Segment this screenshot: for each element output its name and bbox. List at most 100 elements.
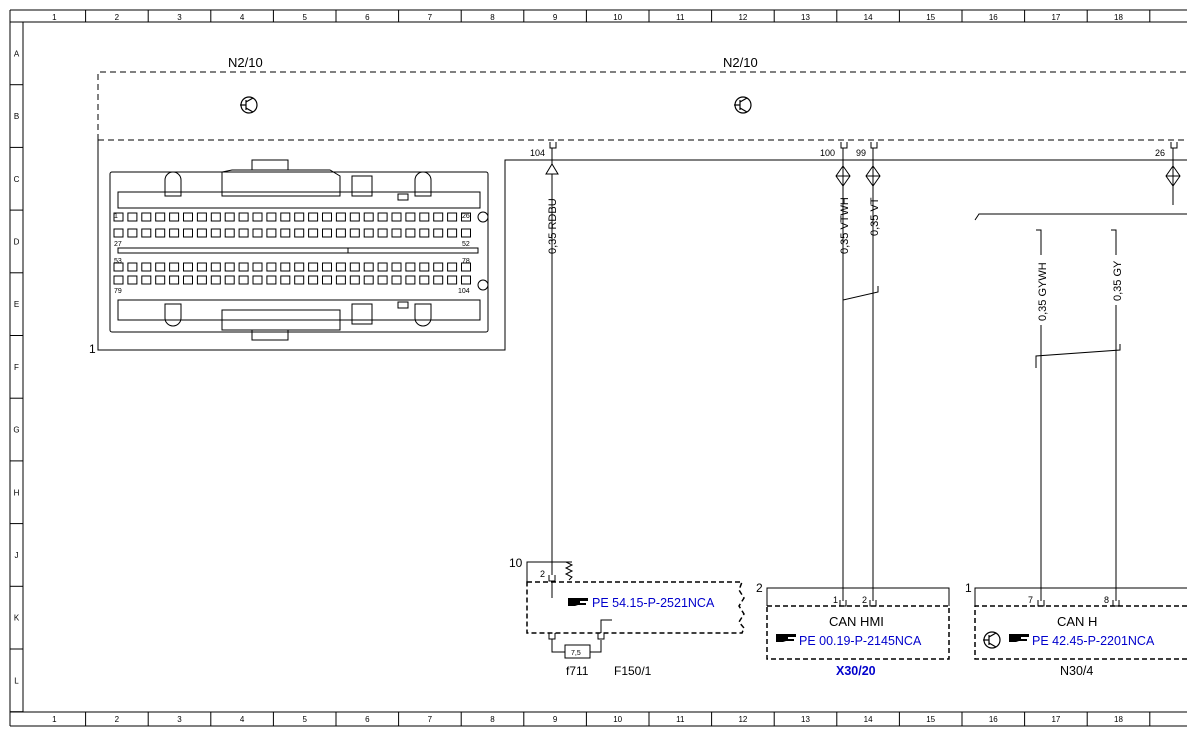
connector-pin [335,212,346,222]
connector-ref-label: 1 [89,342,96,356]
can-hmi-name[interactable]: X30/20 [836,664,876,678]
column-label-top: 8 [490,13,495,22]
connector-pin [294,275,305,285]
connector-pin-number: 52 [462,241,470,248]
connector-pin [238,228,249,238]
connector-pin [127,275,138,285]
connector-pin [266,275,277,285]
connector-pin [322,262,332,272]
pin-label-99: 99 [856,148,866,158]
connector-pin [210,275,221,285]
row-label: H [14,488,20,497]
row-label: E [14,300,19,309]
wire-label-rdbu: 0,35 RDBU [547,198,559,254]
can-h-link[interactable]: PE 42.45-P-2201NCA [1032,634,1155,648]
column-label-bottom: 5 [302,715,307,724]
can-hmi-pin1: 1 [833,595,838,605]
control-module-box [97,71,1187,141]
connector-pin [113,212,124,222]
column-grid: 1122334455667788991010111112121313141415… [52,10,1151,726]
connector-pin [335,262,346,272]
column-label-top: 6 [365,13,370,22]
connector-pin [433,275,444,285]
connector-pin [405,228,416,238]
connector-pin [294,212,305,222]
connector-pin [447,212,458,222]
connector-pin [419,275,430,285]
connector-pin [169,228,180,238]
connector-pin [322,212,332,222]
connector-pin [252,262,263,272]
column-label-top: 13 [801,13,810,22]
transistor-icon [983,631,1001,649]
diagram-frame [9,9,1187,727]
column-label-top: 7 [428,13,433,22]
connector-pin [349,228,360,238]
wire-pin26 [974,160,1187,221]
connector-pin [447,228,458,238]
connector-pin [280,228,291,238]
connector-pin [266,228,277,238]
connector-pin-number: 1 [114,213,118,220]
connector-pin [210,212,221,222]
column-label-bottom: 11 [676,715,685,724]
connector-pin [377,212,388,222]
can-hmi-link[interactable]: PE 00.19-P-2145NCA [799,634,922,648]
connector-pin [169,275,180,285]
can-h-title: CAN H [1057,614,1097,629]
wire-gywh [1036,229,1042,601]
transistor-icon [240,96,258,114]
connector-pin [419,262,430,272]
column-label-bottom: 15 [926,715,935,724]
reference-hand-icon [776,634,796,642]
column-label-top: 9 [553,13,558,22]
connector-pin [183,275,193,285]
connector-pin [308,275,319,285]
can-h-pin8: 8 [1104,595,1109,605]
connector-pin [391,275,402,285]
connector-pin [349,212,360,222]
column-label-top: 4 [240,13,245,22]
fuse-block [526,561,745,659]
connector-pin [210,228,221,238]
module-label-left: N2/10 [228,55,263,70]
row-label: F [14,363,19,372]
connector-pin [335,275,346,285]
row-label: K [14,614,20,623]
wire-vt [842,160,881,601]
connector-pin [155,228,166,238]
connector-pin [252,228,263,238]
connector-pin [308,262,319,272]
connector-pin [196,262,207,272]
column-label-bottom: 18 [1114,715,1123,724]
connector-pin [461,212,471,222]
connector-pin [210,262,221,272]
connector-pin [294,262,305,272]
column-label-top: 17 [1051,13,1060,22]
column-label-top: 14 [864,13,873,22]
column-label-top: 5 [302,13,307,22]
connector-pin [391,212,402,222]
pin-label-26: 26 [1155,148,1165,158]
connector-pin [280,275,291,285]
pin-terminals [549,142,1178,160]
row-label: L [14,676,19,685]
column-label-bottom: 17 [1051,715,1060,724]
connector-pin [391,262,402,272]
connector-pin [363,262,374,272]
column-label-bottom: 16 [989,715,998,724]
connector-pin-number: 27 [114,241,122,248]
fuse-block-link[interactable]: PE 54.15-P-2521NCA [592,596,715,610]
column-label-bottom: 7 [428,715,433,724]
can-hmi-block [766,587,950,660]
connector-pin-number: 26 [462,213,470,220]
can-h-ref: 1 [965,581,972,595]
connector-pin [377,275,388,285]
connector-pin [127,212,138,222]
column-label-top: 15 [926,13,935,22]
column-label-bottom: 2 [115,715,120,724]
row-label: B [14,112,19,121]
connector-pin [224,228,235,238]
connector-pin [169,212,180,222]
